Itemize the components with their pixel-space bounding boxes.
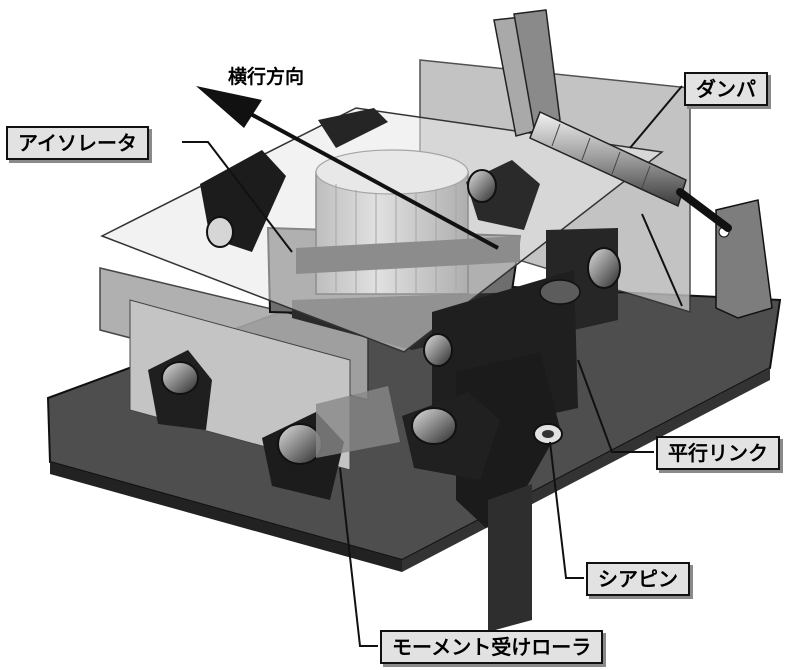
damper-assembly	[493, 9, 732, 232]
shear-pin	[533, 423, 563, 445]
leader-lines	[182, 85, 683, 647]
damper-callout: ダンパ	[684, 72, 768, 106]
shear-pin-callout: シアピン	[586, 562, 690, 596]
leader-moment-roller	[339, 467, 378, 647]
leader-damper	[629, 85, 683, 149]
isolator-callout: アイソレータ	[6, 126, 149, 160]
direction-arrow	[196, 86, 499, 250]
parallel-link-callout: 平行リンク	[656, 436, 780, 470]
leader-shear-pin	[549, 441, 584, 579]
leader-isolator	[182, 141, 293, 253]
moment-rollers	[148, 350, 500, 500]
direction-label: 横行方向	[228, 66, 305, 88]
moment-roller-callout: モーメント受けローラ	[380, 630, 604, 664]
leader-parallel-link	[577, 359, 654, 453]
